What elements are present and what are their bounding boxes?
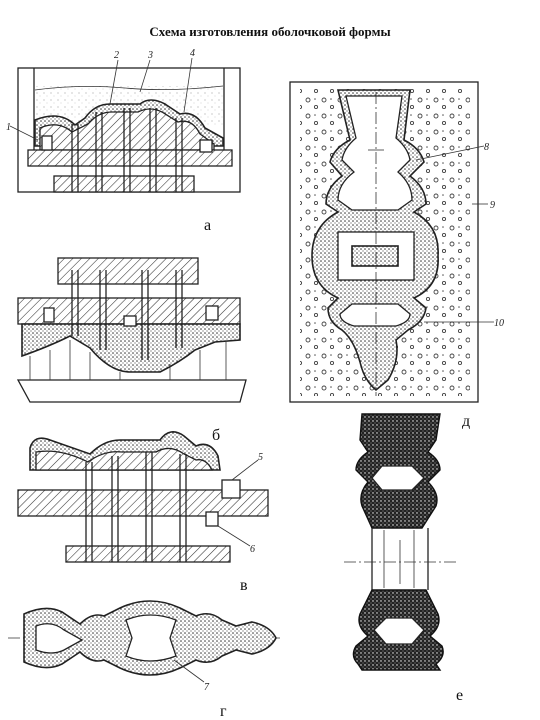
panel-g-label: г: [220, 703, 227, 720]
panel-a-label: а: [204, 217, 211, 234]
panel-a: 1 2 3 4 а: [6, 48, 241, 234]
callout-10: 10: [494, 318, 504, 329]
callout-7: 7: [204, 682, 210, 693]
panel-b-shell: [21, 323, 241, 373]
callout-8: 8: [484, 142, 489, 153]
panel-a-model: [39, 108, 215, 151]
callout-2: 2: [114, 50, 119, 61]
panel-b: б: [16, 257, 247, 444]
panel-d-label: д: [462, 413, 470, 430]
panel-b-label: б: [212, 427, 220, 444]
callout-1: 1: [6, 122, 11, 133]
panel-d-flask: [289, 81, 479, 403]
callout-3: 3: [147, 50, 153, 61]
panel-g: 7 г: [8, 600, 280, 720]
callout-9: 9: [490, 200, 495, 211]
panel-v: 5 6 в: [17, 431, 269, 594]
panel-b-base: [16, 379, 247, 403]
panel-g-core: [125, 614, 177, 662]
callout-6: 6: [250, 544, 255, 555]
panel-d-cavity-top: [337, 95, 413, 211]
callout-4: 4: [190, 48, 195, 59]
panel-v-label: в: [240, 577, 248, 594]
panel-b-top-plate: [57, 257, 199, 285]
page-title: Схема изготовления оболочковой формы: [149, 24, 391, 39]
callout-5: 5: [258, 452, 263, 463]
panel-e-label: е: [456, 687, 463, 704]
panel-d: 8 9 10 д: [289, 81, 504, 430]
panel-e: е: [344, 413, 463, 704]
